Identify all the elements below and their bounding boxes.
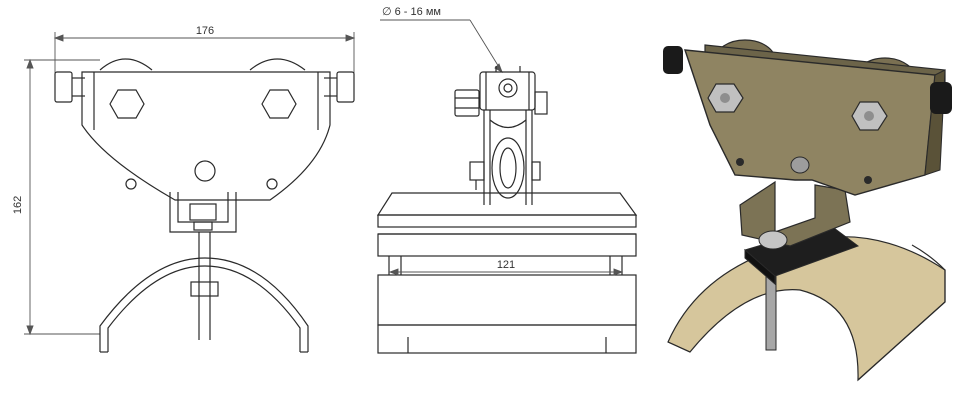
width-dimension-label: 176 [196, 25, 214, 37]
isometric-view [663, 39, 952, 382]
side-view: ∅ 6 - 16 мм [376, 6, 638, 354]
iso-left-hole [736, 158, 744, 166]
center-hole [194, 160, 216, 182]
side-roller [491, 137, 525, 199]
iso-right-axle [930, 82, 952, 114]
front-side-plate [81, 71, 331, 201]
block-width-label: 121 [497, 259, 515, 271]
diameter-label: ∅ 6 - 16 мм [382, 6, 441, 18]
rod-nut [190, 281, 219, 297]
block-width-dimension [388, 268, 624, 276]
height-dimension [24, 58, 100, 336]
side-axle-hub [498, 78, 518, 98]
iso-left-axle [663, 46, 683, 74]
width-dimension [53, 32, 356, 95]
side-right-nut [534, 91, 548, 115]
iso-front-plate [683, 49, 936, 196]
left-hex-bolt [109, 89, 145, 119]
iso-clamp-bolt [758, 230, 788, 250]
front-view: 176 162 [12, 25, 356, 353]
mounting-block [376, 192, 638, 354]
clamp-bracket [169, 192, 237, 233]
iso-center-nut [790, 156, 810, 174]
side-left-nut [454, 89, 480, 117]
side-top-frame [479, 71, 536, 111]
side-plates [483, 110, 533, 205]
front-saddle [99, 257, 309, 352]
left-roller [99, 58, 153, 71]
clamp-nut [189, 203, 217, 221]
right-axle-end [336, 71, 355, 103]
right-small-hole [266, 178, 278, 190]
iso-right-hole [864, 176, 872, 184]
right-roller [249, 58, 306, 71]
height-dimension-label: 162 [12, 196, 24, 214]
right-hex-bolt [261, 89, 297, 119]
left-small-hole [125, 178, 137, 190]
diameter-leader [380, 19, 503, 74]
left-axle-end [54, 71, 73, 103]
